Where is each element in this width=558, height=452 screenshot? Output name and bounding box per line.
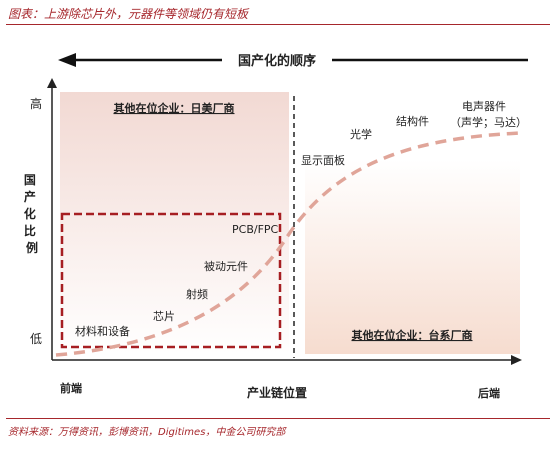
item-acoustic-devices: 电声器件 xyxy=(462,99,506,113)
zone-right-title: 其他在位企业：台系厂商 xyxy=(352,328,473,342)
zone-left-title: 其他在位企业：日美厂商 xyxy=(114,101,235,115)
y-axis-title-char: 例 xyxy=(26,240,38,255)
zone-left-background xyxy=(60,92,289,354)
top-arrow-head xyxy=(58,53,76,67)
y-axis-title-char: 国 xyxy=(24,173,36,187)
localization-curve xyxy=(55,131,523,357)
x-axis-arrowhead xyxy=(511,355,522,365)
y-axis-arrowhead xyxy=(47,78,57,88)
item-display-panel: 显示面板 xyxy=(301,153,345,167)
y-axis-title-char: 比 xyxy=(24,223,36,238)
item-pcb-fpc: PCB/FPC xyxy=(232,223,279,236)
top-arrow-label: 国产化的顺序 xyxy=(238,53,316,69)
item-optics: 光学 xyxy=(350,127,372,141)
y-axis-title-char: 化 xyxy=(24,206,36,221)
item-materials-equipment: 材料和设备 xyxy=(75,324,130,338)
item-structural-parts: 结构件 xyxy=(396,114,429,128)
title-divider xyxy=(6,24,550,25)
y-axis-low-label: 低 xyxy=(30,332,42,346)
zone-right-background xyxy=(305,160,520,354)
x-axis-title: 产业链位置 xyxy=(247,385,307,400)
y-axis-title-char: 产 xyxy=(24,189,36,204)
item-rf: 射频 xyxy=(186,287,208,301)
source-divider xyxy=(6,418,550,419)
y-axis-high-label: 高 xyxy=(30,96,42,111)
figure-title: 图表：上游除芯片外，元器件等领域仍有短板 xyxy=(8,7,249,21)
x-axis-right-label: 后端 xyxy=(478,386,500,400)
item-passive-components: 被动元件 xyxy=(204,260,248,273)
y-axis-title: 国 产 化 比 例 xyxy=(24,173,40,255)
source-note: 资料来源：万得资讯，彭博资讯，Digitimes，中金公司研究部 xyxy=(8,427,286,438)
x-axis-left-label: 前端 xyxy=(60,381,82,395)
item-acoustic-devices-detail: （声学；马达） xyxy=(450,115,527,129)
item-chip: 芯片 xyxy=(153,309,175,323)
top-arrow-label-bg xyxy=(222,50,332,70)
upstream-dashed-box xyxy=(60,212,282,349)
